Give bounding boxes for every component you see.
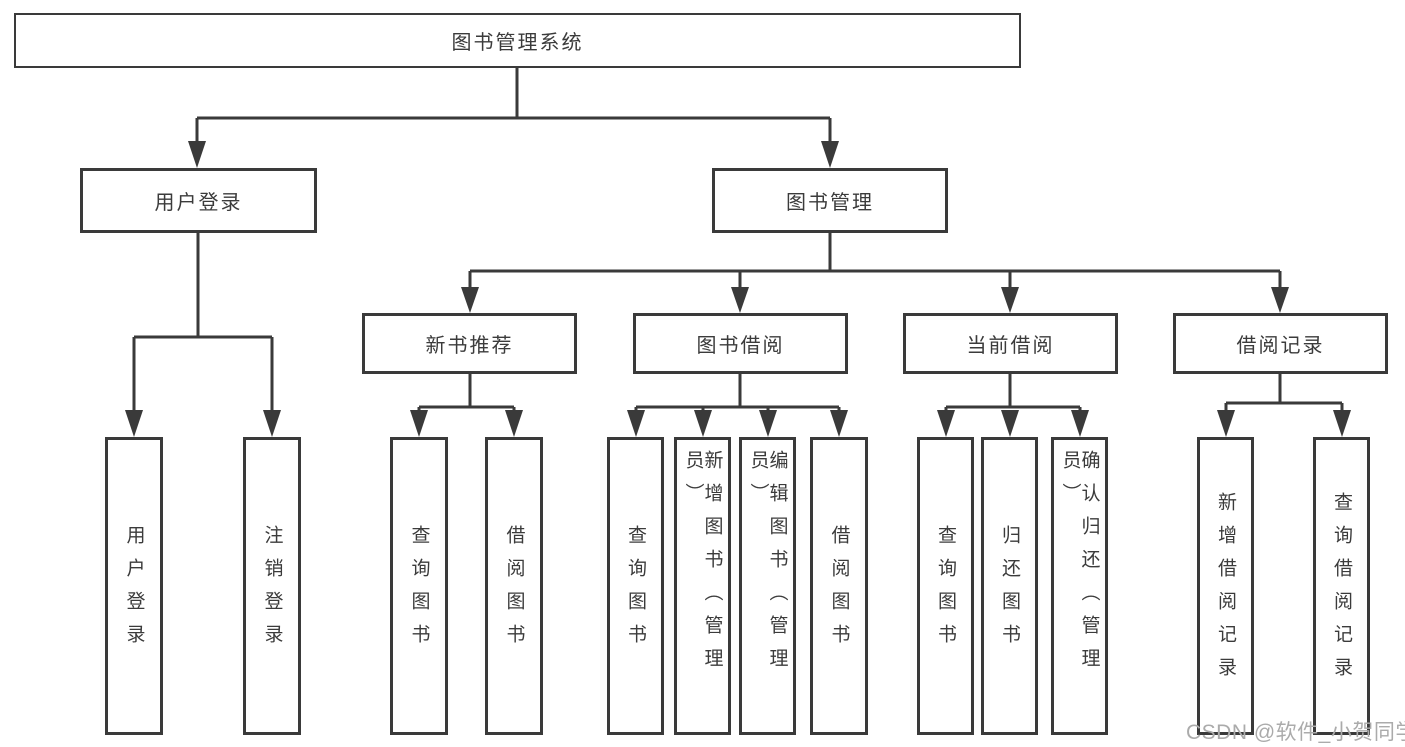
node-new-book-recommendation: 新书推荐: [362, 313, 577, 374]
node-leaf-add-borrow-record: 新增借阅记录: [1197, 437, 1254, 735]
node-borrowing-records: 借阅记录: [1173, 313, 1388, 374]
node-leaf-query-books-recommend: 查询图书: [390, 437, 448, 735]
node-leaf-return-books: 归还图书: [981, 437, 1038, 735]
node-book-management: 图书管理: [712, 168, 948, 233]
node-leaf-borrow-books-recommend: 借阅图书: [485, 437, 543, 735]
node-library-management-system: 图书管理系统: [14, 13, 1021, 68]
node-leaf-edit-books-admin: 编辑图书（管理员）: [739, 437, 796, 735]
node-current-borrowing: 当前借阅: [903, 313, 1118, 374]
node-user-login: 用户登录: [80, 168, 317, 233]
node-leaf-query-books-current: 查询图书: [917, 437, 974, 735]
node-leaf-query-books-borrow: 查询图书: [607, 437, 664, 735]
csdn-watermark: CSDN @软件_小贺同学: [1186, 721, 1405, 744]
node-leaf-borrow-books: 借阅图书: [810, 437, 868, 735]
node-book-borrowing: 图书借阅: [633, 313, 848, 374]
node-leaf-add-books-admin: 新增图书（管理员）: [674, 437, 731, 735]
node-leaf-query-borrow-record: 查询借阅记录: [1313, 437, 1370, 735]
node-leaf-logout: 注销登录: [243, 437, 301, 735]
node-leaf-confirm-return-admin: 确认归还（管理员）: [1051, 437, 1108, 735]
node-leaf-user-login: 用户登录: [105, 437, 163, 735]
